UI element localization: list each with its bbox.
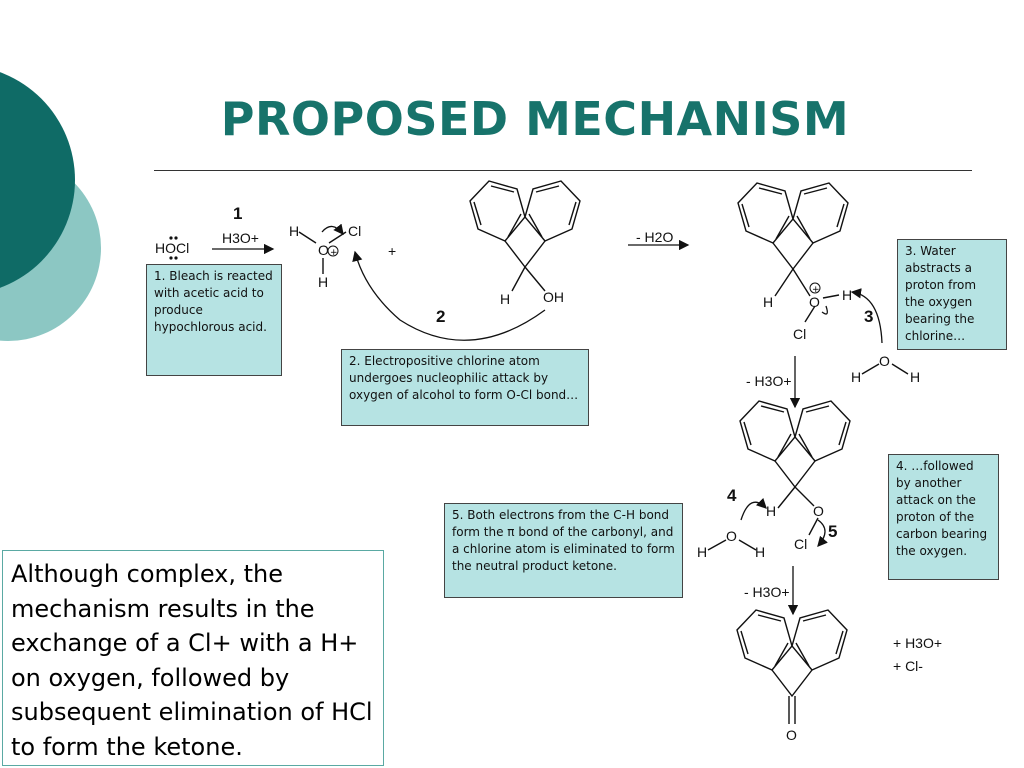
atom-h-2: H bbox=[318, 274, 328, 290]
reagent-minus-h3o-2: - H3O+ bbox=[744, 584, 790, 600]
note-step-2-text: 2. Electropositive chlorine atom undergo… bbox=[349, 354, 579, 402]
atom-h-9: H bbox=[697, 544, 707, 560]
step-number-3: 3 bbox=[864, 307, 873, 326]
plus-charge-1: + bbox=[330, 248, 338, 258]
electron-arrow-attack bbox=[352, 250, 546, 341]
note-step-2: 2. Electropositive chlorine atom undergo… bbox=[341, 349, 589, 426]
dark-circle bbox=[0, 72, 75, 288]
reagent-minus-h2o: - H2O bbox=[636, 229, 673, 245]
atom-o-5: O bbox=[726, 528, 737, 544]
electron-arrow-oh bbox=[821, 305, 828, 315]
atom-cl-3: Cl bbox=[794, 536, 807, 552]
summary-text: Although complex, the mechanism results … bbox=[11, 560, 373, 761]
electron-arrow-ocl bbox=[321, 223, 344, 236]
plus-sign: + bbox=[388, 243, 396, 259]
electron-arrow-4 bbox=[740, 497, 767, 521]
atom-h-6: H bbox=[851, 369, 861, 385]
atom-h-3: H bbox=[500, 291, 510, 307]
atom-h-4: H bbox=[763, 294, 773, 310]
step-number-5: 5 bbox=[828, 522, 837, 541]
atom-h-5: H bbox=[842, 287, 852, 303]
decorative-circles bbox=[0, 72, 101, 341]
byproduct-cl-minus: + Cl- bbox=[893, 658, 923, 674]
electron-arrow-5 bbox=[817, 519, 828, 547]
plus-charge-2: + bbox=[812, 285, 820, 295]
title-divider bbox=[154, 170, 972, 171]
charge-circle-2 bbox=[809, 282, 821, 294]
atom-h-1: H bbox=[289, 223, 299, 239]
electron-arrow-3 bbox=[850, 288, 883, 344]
step-number-1: 1 bbox=[233, 204, 242, 223]
atom-o-3: O bbox=[879, 353, 890, 369]
byproduct-h3o-plus: + H3O+ bbox=[893, 635, 942, 651]
note-step-4: 4. …followed by another attack on the pr… bbox=[888, 454, 999, 580]
atom-h-8: H bbox=[766, 503, 776, 519]
atom-o-4: O bbox=[813, 503, 824, 519]
atom-o-1: O bbox=[318, 242, 329, 258]
atom-h-7: H bbox=[910, 369, 920, 385]
atom-o-6: O bbox=[786, 727, 797, 743]
note-step-1: 1. Bleach is reacted with acetic acid to… bbox=[146, 264, 282, 376]
hocl-label: HOCl bbox=[155, 240, 189, 256]
slide-title: PROPOSED MECHANISM bbox=[220, 92, 850, 146]
note-step-5-text: 5. Both electrons from the C-H bond form… bbox=[452, 508, 675, 573]
note-step-5: 5. Both electrons from the C-H bond form… bbox=[444, 503, 683, 598]
atom-h-10: H bbox=[755, 544, 765, 560]
note-step-1-text: 1. Bleach is reacted with acetic acid to… bbox=[154, 269, 273, 334]
atom-cl-2: Cl bbox=[793, 326, 806, 342]
step-number-4: 4 bbox=[727, 486, 737, 505]
note-step-3-text: 3. Water abstracts a proton from the oxy… bbox=[905, 244, 977, 343]
reagent-h3o-plus-1: H3O+ bbox=[222, 230, 259, 246]
atom-cl-1: Cl bbox=[348, 223, 361, 239]
reagent-minus-h3o-1: - H3O+ bbox=[746, 373, 792, 389]
charge-circle-1 bbox=[327, 245, 339, 257]
step-number-2: 2 bbox=[436, 307, 445, 326]
atom-o-2: O bbox=[809, 294, 820, 310]
summary-box: Although complex, the mechanism results … bbox=[2, 550, 384, 766]
atom-oh: OH bbox=[543, 289, 564, 305]
note-step-4-text: 4. …followed by another attack on the pr… bbox=[896, 459, 988, 558]
lone-pair-dots bbox=[169, 236, 178, 260]
note-step-3: 3. Water abstracts a proton from the oxy… bbox=[897, 239, 1007, 350]
